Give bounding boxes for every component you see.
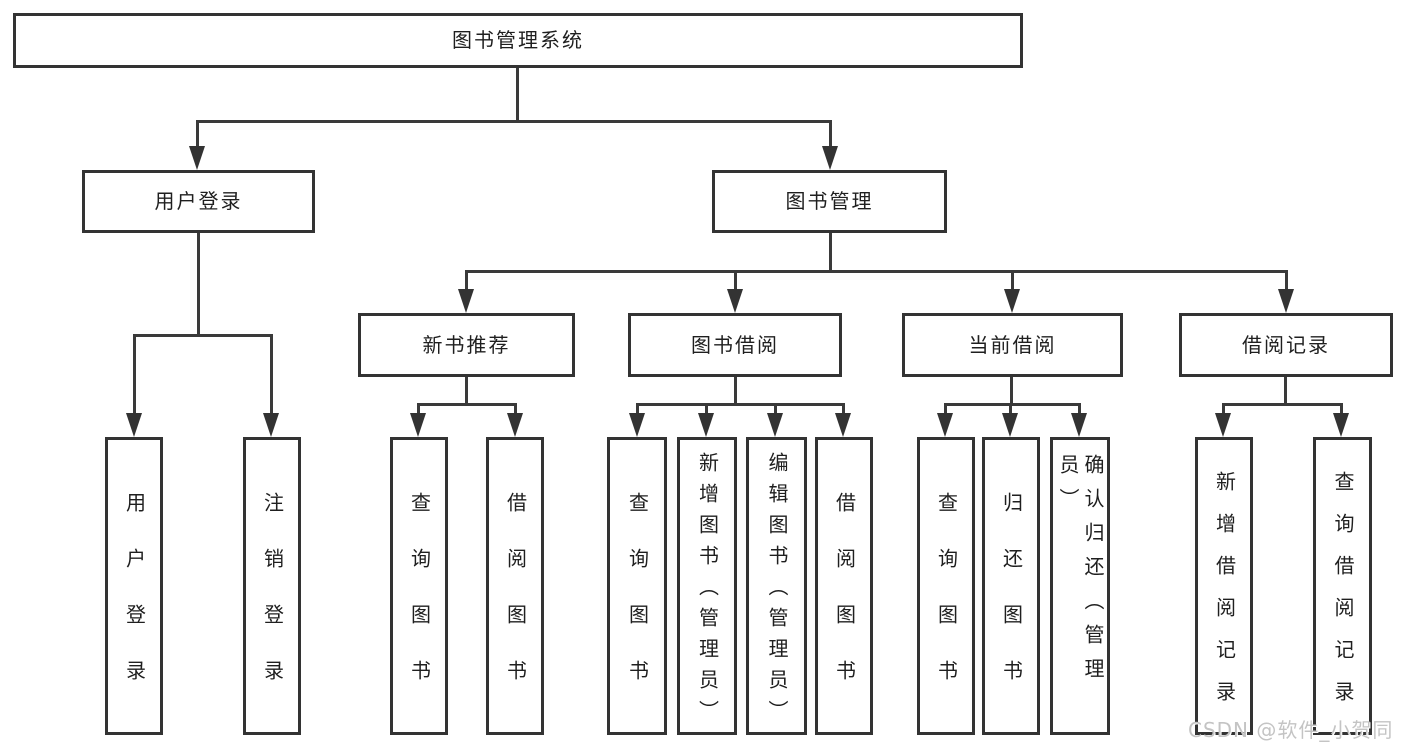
connector-line [829,233,832,273]
arrow-down-icon [698,413,714,437]
node-borrowing-records: 借阅记录 [1179,313,1393,377]
connector-line [197,233,200,337]
arrow-down-icon [835,413,851,437]
leaf-borrow-books: 借阅图书 [486,437,544,735]
leaf-query-books: 查询图书 [607,437,667,735]
leaf-query-books: 查询图书 [390,437,448,735]
connector-line [734,270,737,292]
arrow-down-icon [1278,289,1294,313]
connector-line [1285,270,1288,292]
arrow-down-icon [1002,413,1018,437]
connector-line [270,334,273,416]
leaf-add-book-admin: 新增图书（管理员） [677,437,737,735]
connector-line [944,403,1081,406]
connector-line [1222,403,1343,406]
connector-line [705,403,708,416]
node-new-book-recommendation: 新书推荐 [358,313,575,377]
connector-line [774,403,777,416]
connector-line [842,403,845,416]
connector-line [636,403,845,406]
connector-line [1011,270,1014,292]
leaf-borrow-books: 借阅图书 [815,437,873,735]
connector-line [944,403,947,416]
arrow-down-icon [1004,289,1020,313]
connector-line [1340,403,1343,416]
node-book-borrowing: 图书借阅 [628,313,842,377]
arrow-down-icon [727,289,743,313]
node-user-login-branch: 用户登录 [82,170,315,233]
leaf-logout: 注销登录 [243,437,301,735]
node-book-management: 图书管理 [712,170,947,233]
arrow-down-icon [629,413,645,437]
arrow-down-icon [1333,413,1349,437]
connector-line [1010,377,1013,406]
arrow-down-icon [1215,413,1231,437]
connector-line [133,334,136,416]
connector-line [133,334,273,337]
connector-line [1284,377,1287,406]
watermark-text: CSDN @软件_小贺同学 [1188,718,1394,742]
connector-line [734,377,737,406]
connector-line [465,270,468,292]
connector-line [829,120,832,150]
arrow-down-icon [410,413,426,437]
connector-line [516,68,519,122]
arrow-down-icon [263,413,279,437]
leaf-query-books: 查询图书 [917,437,975,735]
arrow-down-icon [126,413,142,437]
connector-line [417,403,420,416]
arrow-down-icon [822,146,838,170]
arrow-down-icon [767,413,783,437]
leaf-edit-book-admin: 编辑图书（管理员） [746,437,807,735]
node-library-management-system: 图书管理系统 [13,13,1023,68]
arrow-down-icon [937,413,953,437]
connector-line [196,120,199,150]
connector-line [1009,403,1012,416]
arrow-down-icon [458,289,474,313]
arrow-down-icon [1071,413,1087,437]
leaf-add-borrow-record: 新增借阅记录 [1195,437,1253,735]
connector-line [465,377,468,406]
connector-line [417,403,517,406]
arrow-down-icon [507,413,523,437]
arrow-down-icon [189,146,205,170]
connector-line [196,120,832,123]
leaf-user-login: 用户登录 [105,437,163,735]
connector-line [1078,403,1081,416]
connector-line [636,403,639,416]
connector-line [514,403,517,416]
node-current-borrowing: 当前借阅 [902,313,1123,377]
connector-line [465,270,1288,273]
connector-line [1222,403,1225,416]
leaf-return-books: 归还图书 [982,437,1040,735]
leaf-query-borrow-record: 查询借阅记录 [1313,437,1372,735]
leaf-confirm-return-admin: 确认归还（管理员） [1050,437,1110,735]
